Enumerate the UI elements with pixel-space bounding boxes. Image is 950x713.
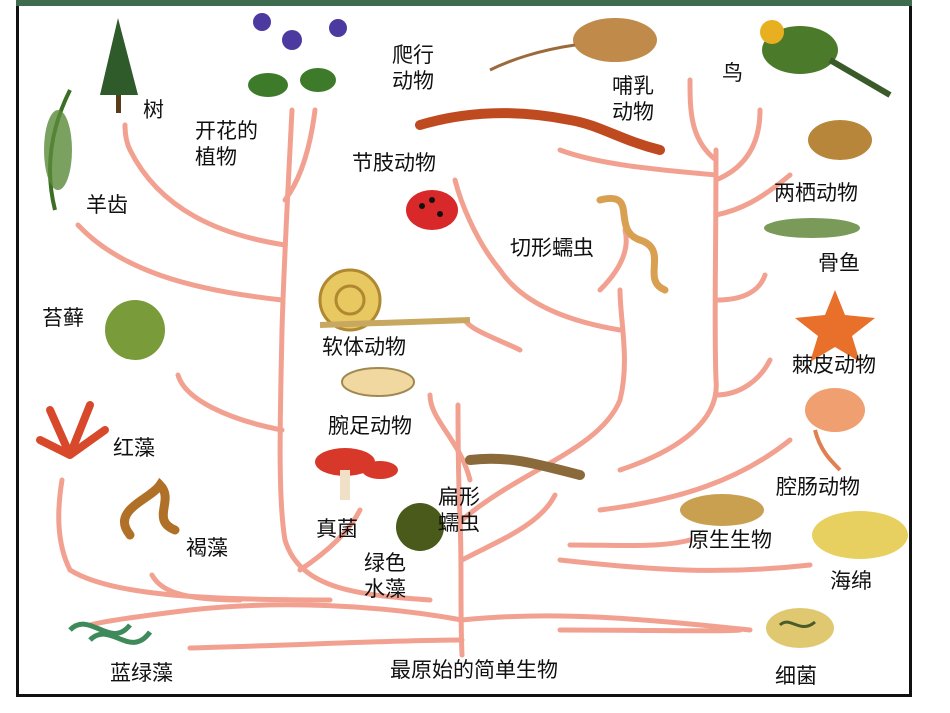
- top-border-strip: [16, 0, 912, 6]
- label-flatworm: 扁形 蠕虫: [438, 485, 480, 535]
- label-annelid: 切形蠕虫: [510, 236, 594, 260]
- flatworm-icon: [465, 453, 585, 480]
- red-algae-icon: [36, 401, 109, 459]
- label-protozoa: 原生生物: [688, 528, 772, 552]
- label-red-algae: 红藻: [113, 436, 155, 460]
- bony-fish-branch: [713, 272, 768, 303]
- label-tree: 树: [143, 98, 164, 122]
- mushroom-icon: [315, 448, 398, 500]
- frog-icon: [808, 120, 872, 160]
- label-mammal: 哺乳 动物: [612, 74, 654, 124]
- ladybug-icon: [406, 190, 458, 230]
- label-mollusk: 软体动物: [322, 335, 406, 359]
- root-bacteria-branch: [557, 627, 743, 634]
- plant-main-stem: [277, 107, 433, 603]
- label-arthropod: 节肢动物: [352, 151, 436, 175]
- conifer-tree-icon: [100, 18, 138, 113]
- violet-flower-icon: [248, 13, 347, 97]
- bird-branch: [713, 107, 763, 183]
- starfish-icon: [795, 290, 875, 362]
- arthropod-stem: [452, 177, 623, 333]
- label-brown-algae: 褐藻: [186, 536, 228, 560]
- echinoderm-branch: [713, 357, 773, 398]
- annelid-branch: [597, 227, 629, 293]
- fungi-branch: [297, 507, 363, 573]
- blue-green-algae-icon: [68, 621, 153, 645]
- label-coelenterate: 腔肠动物: [776, 475, 860, 499]
- fish-icon: [764, 218, 860, 238]
- sponge-icon: [812, 511, 908, 559]
- animal-main-stem: [459, 287, 627, 523]
- label-fern: 羊齿: [86, 193, 128, 217]
- brachiopod-icon: [341, 367, 415, 397]
- flower-branch: [282, 107, 318, 203]
- snail-icon: [318, 268, 471, 332]
- label-blue-green-algae: 蓝绿藻: [110, 661, 173, 685]
- jellyfish-icon: [805, 388, 865, 472]
- brown-algae-branch: [149, 572, 243, 603]
- protozoa-branch: [567, 537, 693, 549]
- label-green-algae: 绿色 水藻: [364, 551, 406, 601]
- root-left-branch: [87, 602, 465, 628]
- mouse-icon: [489, 18, 657, 72]
- bacteria-icon: [766, 608, 834, 648]
- label-brachiopod: 腕足动物: [328, 414, 412, 438]
- moss-icon: [105, 300, 165, 360]
- root-right-branch: [459, 613, 753, 633]
- label-bird: 鸟: [722, 61, 743, 85]
- moss-branch: [175, 372, 285, 433]
- lizard-icon: [415, 108, 665, 155]
- fern-branch: [75, 222, 285, 303]
- label-sponge: 海绵: [830, 569, 872, 593]
- sponge-branch: [557, 557, 813, 573]
- label-amphibian: 两栖动物: [774, 181, 858, 205]
- reptile-branch: [557, 147, 719, 178]
- tree-branch: [122, 122, 288, 248]
- mammal-branch: [687, 77, 719, 163]
- chordate-stem: [617, 147, 719, 473]
- amphibian-branch: [713, 172, 793, 218]
- fern-icon: [44, 89, 72, 211]
- coelenterate-branch: [597, 437, 793, 513]
- label-bacteria: 细菌: [775, 664, 817, 688]
- brown-algae-icon: [120, 477, 180, 540]
- flatworm-branch: [459, 492, 558, 563]
- label-flowering-plant: 开花的 植物: [195, 119, 258, 169]
- label-echinoderm: 棘皮动物: [792, 353, 876, 377]
- label-bony-fish: 骨鱼: [818, 251, 860, 275]
- label-reptile: 爬行 动物: [392, 43, 434, 93]
- protozoa-icon: [680, 494, 764, 526]
- label-root-simplest-organisms: 最原始的简单生物: [390, 658, 558, 682]
- worm-icon: [596, 194, 669, 294]
- mollusk-branch: [462, 317, 523, 353]
- brachiopod-branch: [427, 392, 473, 483]
- root-lower-left-branch: [187, 637, 465, 651]
- label-fungi: 真菌: [316, 517, 358, 541]
- bird-icon: [760, 20, 892, 98]
- green-algae-icon: [396, 503, 444, 551]
- label-moss: 苔藓: [42, 306, 84, 330]
